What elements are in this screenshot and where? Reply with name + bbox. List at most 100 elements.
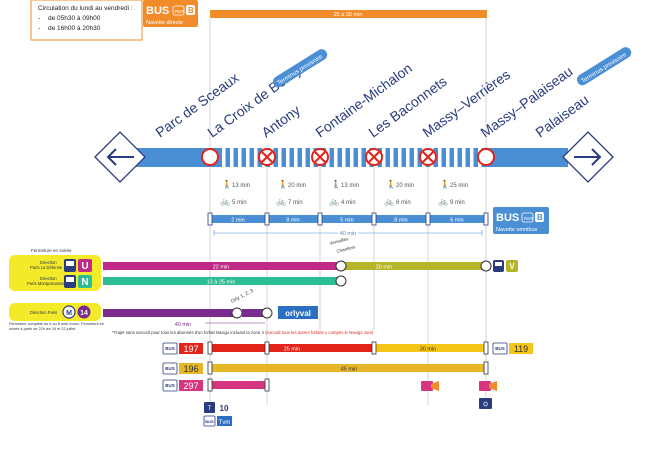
train-n-dir-name: Paris Montparnasse	[27, 281, 65, 286]
hatch-stripe	[414, 148, 418, 167]
bus-direct-label: BUS	[146, 5, 169, 17]
line-14-badge	[77, 305, 91, 319]
bike-time-2: 4 min	[341, 200, 356, 206]
station-closed-icon	[419, 148, 437, 166]
line-b-badge-text: B	[537, 213, 543, 222]
train-n-dir-title: Direction	[40, 276, 57, 281]
metro-icon	[62, 305, 76, 319]
omnibus-seg-3: 8 min	[394, 218, 407, 224]
hatch-stripe	[222, 148, 226, 167]
bike-time-1: 7 min	[288, 200, 303, 206]
hatch-stripe	[286, 148, 290, 167]
walk-icon: 🚶	[440, 179, 450, 189]
tram-t10: T 10	[204, 402, 229, 413]
bike-icon: 🚲	[220, 197, 230, 206]
bus-omnibus-subtitle: Navette omnibus	[496, 227, 538, 233]
schedule-box: Circulation du lundi au vendredi : - de …	[30, 0, 143, 41]
bus-direct-subtitle: Navette directe	[146, 20, 183, 26]
bus-number-badge	[179, 363, 203, 374]
tvm: BUS Tvm	[203, 415, 232, 427]
bus-number-badge	[179, 380, 203, 391]
walk-times: 🚶 13 min 🚶 20 min 🚶 13 min 🚶 20 min 🚶 25…	[222, 179, 468, 189]
orly-label: Orly 1, 2, 3	[230, 288, 255, 305]
bus-label: BUS	[165, 366, 175, 371]
line-v-badge	[506, 260, 518, 272]
hatch-stripe	[334, 148, 338, 167]
schedule-dash-1: -	[38, 15, 40, 22]
line-b-badge	[535, 212, 544, 222]
hatch-stripe	[230, 148, 234, 167]
footnote-red-text: (surcoût tous les autres forfaits y comp…	[265, 330, 374, 335]
bus-omnibus-label: BUS	[496, 212, 519, 224]
train-u-dir-name: Paris La Défense	[30, 265, 63, 270]
bike-time-4: 9 min	[450, 200, 465, 206]
bus-line-197: BUS 197 25 min 30 min BUS 119	[162, 341, 533, 355]
bike-icon: 🚲	[276, 197, 286, 206]
station-open-icon	[201, 148, 219, 166]
hatch-stripe	[470, 148, 474, 167]
train-u-line: 22 min 20 min V	[103, 260, 518, 272]
omnibus-total: 40 min	[340, 231, 357, 237]
svg-text:⛭: ⛭	[483, 401, 488, 408]
station-closed-icon	[258, 148, 276, 166]
omnibus-bar: 2 min 8 min 5 min 8 min 6 min 40 min	[207, 212, 489, 237]
hatch-stripe	[350, 148, 354, 167]
hatch-stripe	[278, 148, 282, 167]
bike-times: 🚲 5 min 🚲 7 min 🚲 4 min 🚲 6 min 🚲 9 min	[220, 197, 465, 206]
station-circles	[201, 148, 495, 166]
arrow-right-icon	[562, 131, 614, 183]
hatch-stripe	[398, 148, 402, 167]
walk-time-3: 20 min	[396, 183, 414, 189]
bus-119-time: 30 min	[420, 347, 437, 353]
bus-icon	[492, 342, 508, 355]
fermeture-title: Fermeture en soirée	[31, 248, 72, 253]
orlyval-text: orlyval	[285, 309, 311, 318]
versailles-label-1: Versailles	[329, 236, 350, 246]
bus-icon	[162, 362, 178, 375]
train-direction-box: Direction Paris La Défense U Direction P…	[9, 255, 101, 291]
line-v-badge-text: V	[509, 262, 515, 271]
bus-label: BUS	[205, 419, 214, 424]
svg-text:RER: RER	[175, 9, 185, 14]
hatch-stripe	[462, 148, 466, 167]
train-u-time-2: 20 min	[376, 265, 393, 271]
hatch-stripe	[342, 148, 346, 167]
line-n-badge	[78, 275, 92, 288]
metro14-direction-box: Direction Paris M 14	[9, 303, 101, 321]
bus-omnibus-badge: BUS RER B Navette omnibus	[493, 207, 549, 234]
hatch-stripe	[246, 148, 250, 167]
walk-icon: 🚶	[331, 179, 341, 189]
hatch-stripe	[438, 148, 442, 167]
station-name-2: Antony	[258, 102, 303, 141]
terminus-tag-left: Terminus provisoire	[272, 49, 328, 88]
orlyval-logo: orlyval	[278, 306, 318, 319]
hatch-stripe	[446, 148, 450, 167]
terminus-label-right: Terminus provisoire	[581, 52, 629, 85]
walk-time-1: 20 min	[288, 183, 306, 189]
omnibus-seg-4: 6 min	[450, 218, 463, 224]
hatch-stripe	[406, 148, 410, 167]
bus-icon	[162, 379, 178, 392]
line-u-badge-text: U	[81, 261, 88, 272]
hatch-stripe	[294, 148, 298, 167]
walk-icon: 🚶	[222, 179, 232, 189]
omnibus-seg-2: 5 min	[340, 218, 353, 224]
rer-line	[120, 148, 568, 167]
bus-lines: BUS 197 25 min 30 min BUS 119 BUS 196	[162, 341, 533, 392]
hatch-stripe	[254, 148, 258, 167]
bus-number-badge	[179, 343, 203, 354]
line-u-badge	[78, 259, 92, 272]
schedule-dash-2: -	[38, 25, 40, 32]
walk-time-4: 25 min	[450, 183, 468, 189]
footnote-main: *Trajet sans surcoût pour tous les abonn…	[112, 330, 374, 335]
line-b-badge-text: B	[188, 6, 194, 15]
station-closed-icon	[311, 148, 329, 166]
bus-direct-badge: BUS RER B Navette directe	[143, 0, 198, 27]
walk-icon: 🚶	[386, 179, 396, 189]
bike-icon: 🚲	[384, 197, 394, 206]
bus-number: 297	[183, 381, 198, 391]
station-closed-icon	[365, 148, 383, 166]
tram-label: T	[208, 406, 212, 412]
schedule-line-2: de 16h00 à 20h30	[48, 25, 101, 32]
